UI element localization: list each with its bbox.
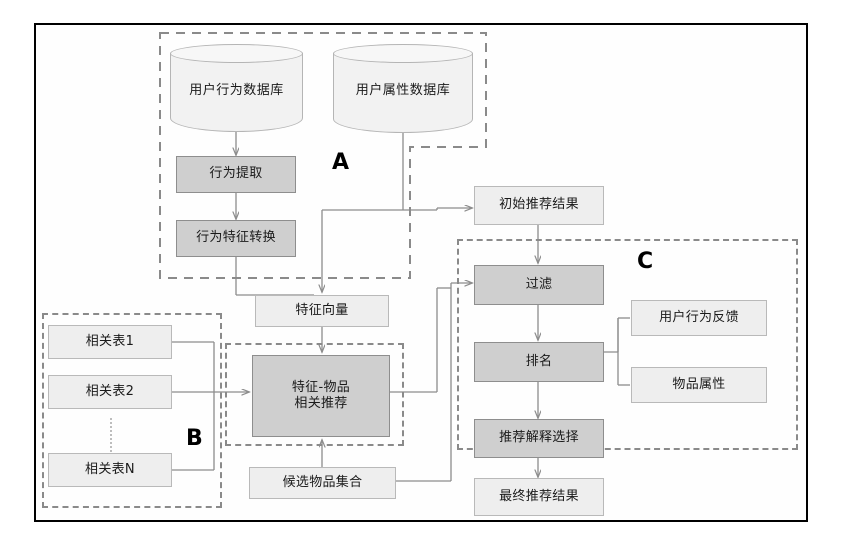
db-user-attribute-cylinder: 用户属性数据库 xyxy=(333,44,473,133)
node-recommend-explain-select[interactable]: 推荐解释选择 xyxy=(474,419,604,458)
group-b-boundary xyxy=(42,313,222,508)
db-user-behavior-label: 用户行为数据库 xyxy=(189,82,284,98)
node-related-table-2[interactable]: 相关表2 xyxy=(48,375,172,409)
group-label-a: A xyxy=(332,150,350,175)
node-final-recommend-result[interactable]: 最终推荐结果 xyxy=(474,478,604,516)
group-label-b: B xyxy=(186,426,203,451)
node-behavior-feature-transform[interactable]: 行为特征转换 xyxy=(176,220,296,257)
group-core-recommend-boundary xyxy=(225,343,404,446)
node-user-behavior-feedback[interactable]: 用户行为反馈 xyxy=(631,300,767,336)
node-initial-recommend-result[interactable]: 初始推荐结果 xyxy=(474,186,604,225)
db-user-attribute-label: 用户属性数据库 xyxy=(355,83,451,98)
node-related-table-1[interactable]: 相关表1 xyxy=(48,325,172,359)
cylinder-top xyxy=(170,44,303,63)
node-candidate-item-set[interactable]: 候选物品集合 xyxy=(249,467,396,499)
group-label-c: C xyxy=(637,249,654,274)
cylinder-body xyxy=(170,53,303,132)
node-related-table-n[interactable]: 相关表N xyxy=(48,453,172,487)
group-c-boundary xyxy=(457,239,798,450)
node-item-attribute[interactable]: 物品属性 xyxy=(631,367,767,403)
node-feature-vector[interactable]: 特征向量 xyxy=(255,295,389,327)
cylinder-body xyxy=(333,53,473,133)
node-feature-item-recommend[interactable]: 特征-物品 相关推荐 xyxy=(252,355,390,437)
cylinder-top xyxy=(333,44,473,63)
db-user-behavior-cylinder: 用户行为数据库 xyxy=(170,44,303,132)
node-behavior-extraction[interactable]: 行为提取 xyxy=(176,156,296,193)
node-ranking[interactable]: 排名 xyxy=(474,342,604,382)
ellipsis-dots xyxy=(110,418,112,452)
node-filter[interactable]: 过滤 xyxy=(474,265,604,305)
